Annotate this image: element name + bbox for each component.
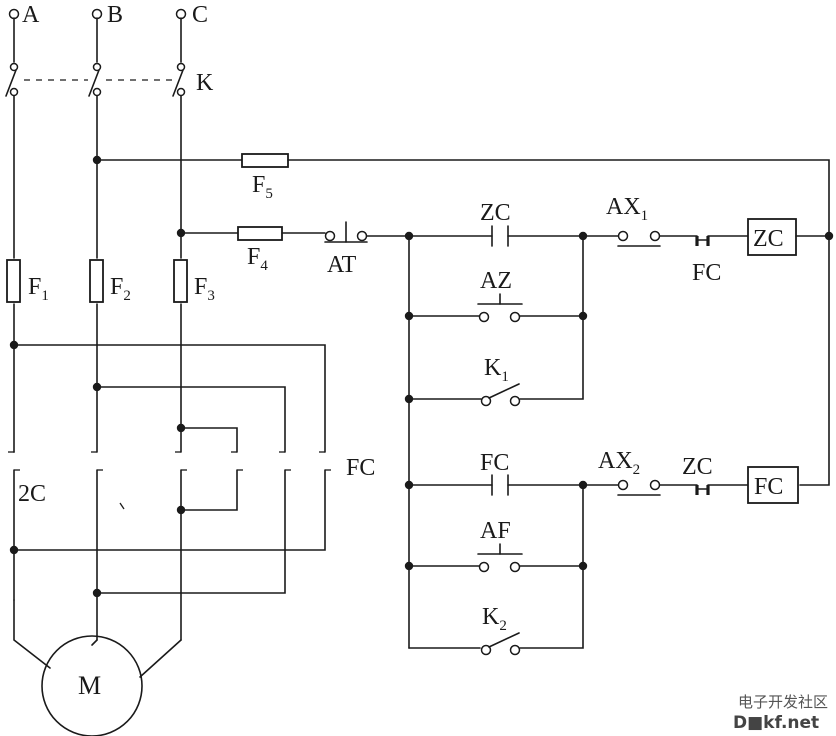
fc-coil: [747, 466, 799, 504]
af-button-label: AF: [480, 518, 511, 544]
contactor-fc-label: FC: [346, 455, 375, 481]
fc-hold-label: FC: [480, 450, 509, 476]
fuse-f4-label: F4: [247, 244, 268, 274]
motor: [41, 635, 143, 736]
zc-coil-label: ZC: [753, 226, 784, 252]
fuse-f2: [89, 259, 104, 303]
watermark-line2: D■kf.net: [733, 713, 819, 733]
switch-k-label: K: [196, 70, 214, 96]
motor-label: M: [78, 671, 101, 700]
fc-interlock-label: FC: [692, 260, 721, 286]
fuse-f5: [241, 153, 289, 168]
main-switch-k: [5, 17, 186, 97]
stop-button-label: AT: [327, 252, 357, 278]
ax2-button: [617, 479, 661, 496]
terminal-b: [91, 8, 103, 20]
phase-a-label: A: [22, 2, 40, 28]
fc-hold-contact: [491, 474, 509, 496]
main-contacts: [8, 451, 331, 471]
fuse-f2-label: F2: [110, 274, 131, 304]
fuse-f1-label: F1: [28, 274, 49, 304]
af-button: [477, 543, 523, 573]
terminal-a: [8, 8, 20, 20]
zc-interlock-label: ZC: [682, 454, 713, 480]
zc-coil: [747, 218, 797, 256]
k1-label: K1: [484, 355, 509, 385]
zc-interlock-contact: [695, 485, 710, 495]
ax1-button: [617, 230, 661, 247]
fuse-f4: [237, 226, 283, 241]
fuse-f1: [6, 259, 21, 303]
stop-button-at: [324, 221, 368, 243]
ax2-label: AX2: [598, 448, 640, 478]
zc-hold-label: ZC: [480, 200, 511, 226]
phase-c-label: C: [192, 2, 208, 28]
fuse-f5-label: F5: [252, 172, 273, 202]
phase-b-label: B: [107, 2, 123, 28]
contactor-2c-label: 2C: [18, 481, 46, 507]
terminal-c: [175, 8, 187, 20]
k1-contact: [480, 383, 521, 407]
fc-coil-label: FC: [754, 474, 783, 500]
ax1-label: AX1: [606, 194, 648, 224]
fuse-f3: [173, 259, 188, 303]
k2-contact: [480, 632, 521, 656]
k2-label: K2: [482, 604, 507, 634]
az-button: [477, 293, 523, 323]
fuse-f3-label: F3: [194, 274, 215, 304]
watermark-line1: 电子开发社区: [738, 693, 828, 711]
az-button-label: AZ: [480, 268, 512, 294]
fc-interlock-contact: [695, 236, 710, 246]
zc-hold-contact: [491, 225, 509, 247]
